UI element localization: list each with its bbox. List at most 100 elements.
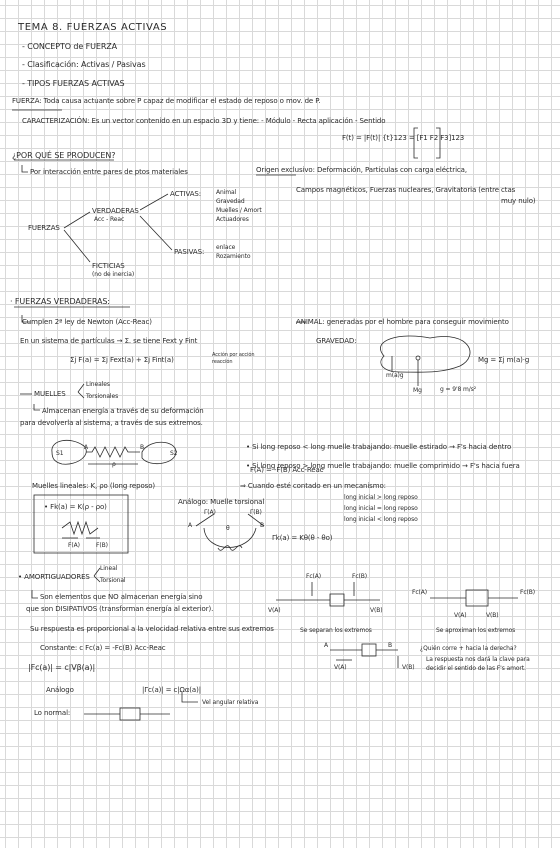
activas-item-2: Gravedad xyxy=(216,198,245,205)
spring-zigzag xyxy=(86,446,140,458)
vel-angular-note: Vel angular relativa xyxy=(202,699,259,706)
sum-formula: Σj F(a) = Σj Fext(a) + Σj Fint(a) xyxy=(70,356,174,364)
tree-ficticias-sub: (no de inercia) xyxy=(92,271,135,278)
amort-analogo: Análogo xyxy=(46,686,74,694)
tree-verdaderas: VERDADERAS xyxy=(92,207,139,215)
estirado-rule: • Si long reposo < long muelle trabajand… xyxy=(246,443,512,451)
origin-text-continued: Campos magnéticos, Fuerzas nucleares, Gr… xyxy=(296,186,516,194)
comprimido-rule: • Si long reposo > long muelle trabajand… xyxy=(246,462,520,470)
why-arrow xyxy=(21,165,28,173)
sep-label-vb: V(B) xyxy=(370,607,383,614)
question-2: La respuesta nos dará la clave para xyxy=(426,656,530,663)
tree-branch-ficticias xyxy=(63,229,91,263)
third-label-b: B xyxy=(388,642,393,649)
muelles-type-1: Lineales xyxy=(86,381,110,388)
apr-damper-body xyxy=(465,589,489,607)
box-label-fa: F(A) xyxy=(68,542,80,549)
amort-analogo-formula: |Γc(a)| = c|Ωα(a)| xyxy=(142,686,202,694)
spring-formula: • Fk(a) = K(ρ - ρo) xyxy=(44,503,107,511)
tree-activas: ACTIVAS: xyxy=(170,190,202,198)
gravity-formula: Mg = Σj m(a)·g xyxy=(478,356,530,364)
apr-label-fb: Fc(B) xyxy=(520,589,536,596)
muelles-type-2: Torsionales xyxy=(86,393,119,400)
amort-type-2: Torsional xyxy=(100,577,126,584)
case-3: long inicial < long reposo xyxy=(344,516,418,523)
newton-law: Cumplen 2ª ley de Newton (Acc-Reac) xyxy=(22,318,152,326)
accreac-formula: F(A) = -F(B) Acc-Reac xyxy=(250,466,324,474)
newton-arrow xyxy=(21,315,30,323)
sep-label-va: V(A) xyxy=(268,607,281,614)
case-2: long inicial = long reposo xyxy=(344,505,418,512)
vector-brackets xyxy=(413,127,441,159)
tree-root: FUERZAS xyxy=(28,224,60,232)
origin-text: Origen exclusivo: Deformación, Partícula… xyxy=(256,166,467,174)
box-label-fb: F(B) xyxy=(96,542,108,549)
amort-desc-arrow xyxy=(31,590,38,599)
amort-type-1: Lineal xyxy=(100,565,118,572)
amort-title: • AMORTIGUADORES xyxy=(18,573,90,581)
torsional-arm-b xyxy=(247,513,265,527)
spring-label-b: B xyxy=(140,444,145,451)
force-vector-formula: F(t) = |F(t)| {t}123 = [F1 F2 F3]123 xyxy=(342,134,465,142)
amort-desc-1: Son elementos que NO almacenan energía s… xyxy=(40,593,203,601)
index-item-3: - TIPOS FUERZAS ACTIVAS xyxy=(22,79,125,88)
caracterizacion-text: CARACTERIZACIÓN: Es un vector contenido … xyxy=(22,117,386,125)
spring-label-a: A xyxy=(84,444,89,451)
question-3: decidir el sentido de las F's amort. xyxy=(426,665,526,672)
activas-item-4: Actuadores xyxy=(216,216,249,223)
normal-damper-body xyxy=(119,707,141,721)
tree-ficticias: FICTICIAS xyxy=(92,262,125,270)
tree-pasivas: PASIVAS: xyxy=(174,248,205,256)
index-item-1: - CONCEPTO de FUERZA xyxy=(22,42,118,51)
origin-text-end: muy nulo) xyxy=(501,197,536,205)
amort-bracket xyxy=(93,567,101,583)
pasivas-item-2: Rozamiento xyxy=(216,253,251,260)
amort-response: Su respuesta es proporcional a la veloci… xyxy=(30,625,274,633)
torsional-label-a: A xyxy=(188,522,193,529)
gravity-g-value: g = 9'8 m/s² xyxy=(440,386,477,393)
torsional-label-pb: Γ(B) xyxy=(250,509,262,516)
why-question: ¿POR QUÉ SE PRODUCEN? xyxy=(12,151,116,160)
muelles-title: MUELLES xyxy=(34,390,66,398)
torsional-label-theta: θ xyxy=(226,525,230,532)
sep-label-fb: Fc(B) xyxy=(352,573,368,580)
apr-label-fa: Fc(A) xyxy=(412,589,428,596)
torsional-formula: Γk(a) = Kθ(θ - θo) xyxy=(272,534,333,542)
torsional-arm-a xyxy=(195,513,215,527)
third-label-va: V(A) xyxy=(334,664,347,671)
torsional-label-b: B xyxy=(260,522,265,529)
sep-caption: Se separan los extremos xyxy=(300,627,372,634)
apr-label-va: V(A) xyxy=(454,612,467,619)
spring-label-rho: ρ xyxy=(112,461,116,468)
sep-label-fa: Fc(A) xyxy=(306,573,322,580)
gravity-center xyxy=(415,355,421,361)
vel-angular-arrow xyxy=(181,692,198,703)
apr-caption: Se aproximan los extremos xyxy=(436,627,516,634)
gravity-label-mg: m(a)g xyxy=(386,372,404,379)
torsional-analogo: Análogo: Muelle torsional xyxy=(178,498,265,506)
gravedad-title: GRAVEDAD: xyxy=(316,337,357,345)
sum-note: Acción por acción reacción xyxy=(212,352,255,365)
case-1: long inicial > long reposo xyxy=(344,494,418,501)
verdaderas-title: · FUERZAS VERDADERAS: xyxy=(10,297,110,306)
gravity-body xyxy=(380,335,471,373)
equilibrio-text: ⇒ Cuando esté contado en un mecanismo: xyxy=(240,482,386,490)
activas-item-1: Animal xyxy=(216,189,237,196)
particle-system: En un sistema de partículas → Σ. se tien… xyxy=(20,337,198,345)
spring-body-s1 xyxy=(51,439,87,465)
spring-label-s2: S2 xyxy=(170,450,178,457)
pasivas-item-1: enlace xyxy=(216,244,236,251)
activas-item-3: Muelles / Amort xyxy=(216,207,262,214)
muelles-desc-2: para devolverla al sistema, a través de … xyxy=(20,419,203,427)
torsional-coil xyxy=(217,545,243,551)
spring-label-s1: S1 xyxy=(56,450,64,457)
third-label-a: A xyxy=(324,642,329,649)
sep-damper-body xyxy=(329,593,345,607)
amort-desc-2: que son DISIPATIVOS (transforman energía… xyxy=(26,605,214,613)
question-1: ¿Quién corre + hacia la derecha? xyxy=(420,645,517,652)
third-damper-body xyxy=(361,643,377,657)
page-title: TEMA 8. FUERZAS ACTIVAS xyxy=(18,22,168,33)
torsional-arc xyxy=(203,527,257,548)
